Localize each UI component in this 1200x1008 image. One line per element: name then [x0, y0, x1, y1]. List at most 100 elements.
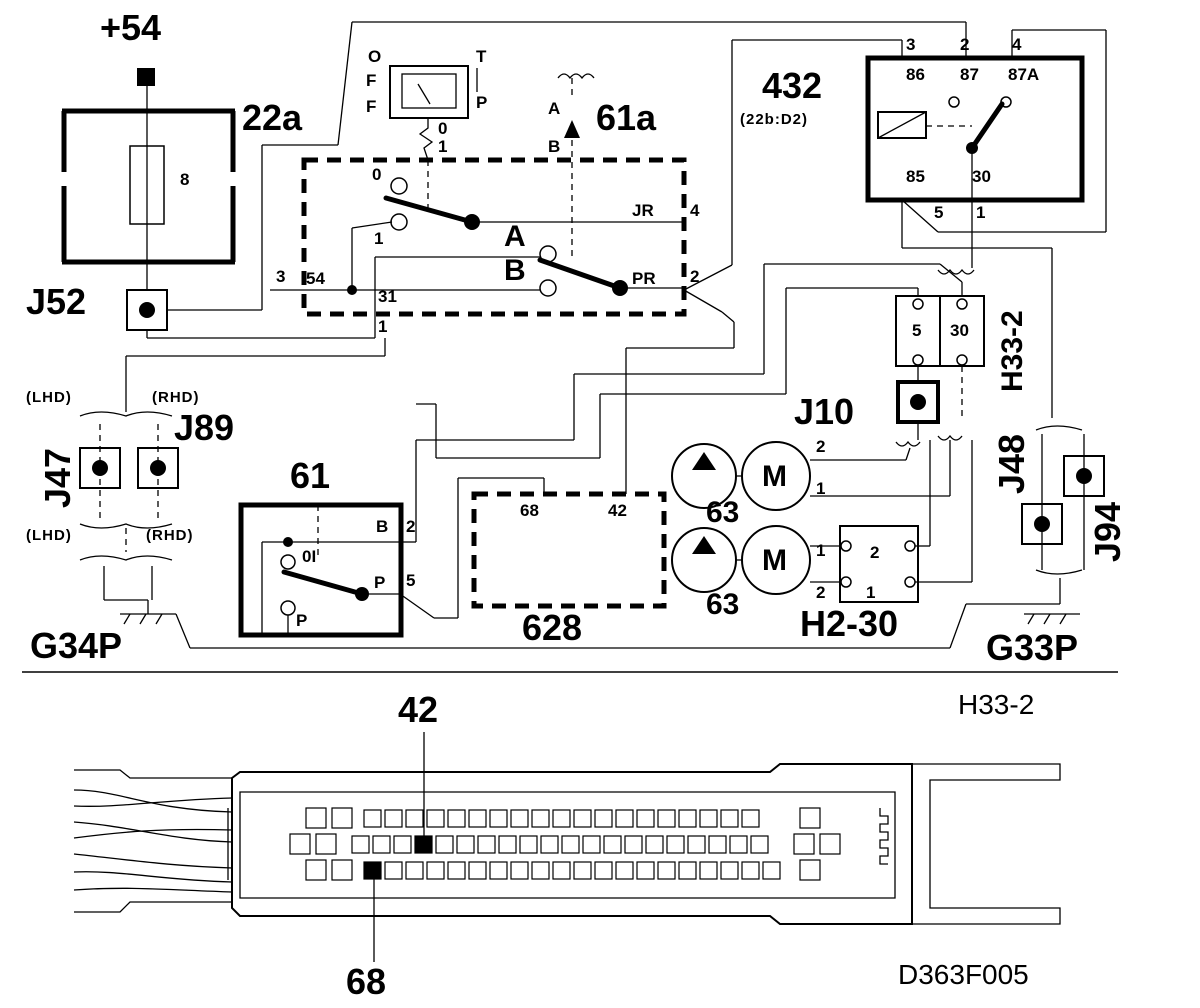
connector-pin: [552, 809, 571, 828]
connector-pin: [531, 861, 550, 880]
connector-pin: [699, 861, 718, 880]
svg-text:4: 4: [1012, 35, 1022, 54]
connector-pin: [645, 835, 664, 854]
svg-text:3: 3: [906, 35, 915, 54]
connector-pin: [799, 859, 821, 881]
svg-text:P: P: [296, 611, 307, 630]
svg-text:P: P: [374, 573, 385, 592]
svg-text:0: 0: [372, 165, 381, 184]
connector-pin: [384, 809, 403, 828]
pump-63-label-lower: 63: [706, 588, 739, 621]
connector-pin: [468, 861, 487, 880]
svg-text:85: 85: [906, 167, 925, 186]
j94-label: J94: [1087, 502, 1128, 562]
connector-pin: [741, 861, 760, 880]
j52-label: J52: [26, 281, 86, 322]
svg-text:(LHD): (LHD): [26, 389, 72, 406]
connector-pin: [414, 835, 433, 854]
connector-view: 42 H33-2 68: [73, 689, 1061, 1002]
connector-pin: [289, 833, 311, 855]
connector-pin: [615, 861, 634, 880]
gauge-icon: [389, 65, 469, 119]
relay-label: 432: [762, 65, 822, 106]
svg-text:F: F: [366, 71, 376, 90]
svg-text:4: 4: [690, 201, 700, 220]
sensor-61a-arrow: A B 61a: [548, 73, 657, 260]
connector-pin: [510, 809, 529, 828]
ecu-628-label: 628: [522, 607, 582, 648]
connector-j10: J10: [794, 380, 963, 447]
svg-text:5: 5: [934, 203, 943, 222]
supply-label: +54: [100, 7, 161, 48]
svg-text:(RHD): (RHD): [146, 527, 194, 544]
connector-pin: [666, 835, 685, 854]
connector-view-label: H33-2: [958, 689, 1034, 720]
connector-h33-2: 5 30 H33-2: [763, 263, 1029, 420]
pin-rows: [289, 807, 841, 881]
svg-text:B: B: [548, 137, 560, 156]
connector-pin: [552, 861, 571, 880]
connector-pin: [305, 807, 327, 829]
svg-text:54: 54: [306, 269, 325, 288]
connector-j47-j89: (LHD) (RHD) J89 J47 (LHD) (RHD): [26, 338, 386, 601]
connector-pin: [447, 809, 466, 828]
pump-63-upper: M 63 2 1: [671, 437, 951, 529]
connector-pin: [699, 809, 718, 828]
supply-54: +54: [100, 7, 161, 86]
svg-text:B: B: [504, 254, 526, 287]
connector-pin: [477, 835, 496, 854]
connector-pin: [519, 835, 538, 854]
figure-code: D363F005: [898, 959, 1029, 990]
svg-text:2: 2: [816, 583, 825, 602]
connector-pin: [393, 835, 412, 854]
connector-pin: [720, 861, 739, 880]
svg-text:A: A: [504, 220, 526, 253]
switch-61a: O F F T P 0 1 0 1 A B JR 4 PR 2 54 3 31 …: [147, 21, 967, 339]
relay-ref: (22b:D2): [740, 111, 808, 128]
switch-61a-label: 61a: [596, 97, 657, 138]
svg-text:0: 0: [438, 119, 447, 138]
connector-pin: [615, 809, 634, 828]
j10-label: J10: [794, 391, 854, 432]
svg-text:3: 3: [276, 267, 285, 286]
connector-pin: [531, 809, 550, 828]
svg-text:1: 1: [976, 203, 985, 222]
h33-2-label: H33-2: [996, 310, 1029, 392]
connector-pin: [426, 809, 445, 828]
connector-pin: [657, 809, 676, 828]
connector-pin: [435, 835, 454, 854]
connector-pin: [741, 809, 760, 828]
connector-pin: [603, 835, 622, 854]
connector-j52: J52: [26, 281, 168, 331]
svg-text:A: A: [548, 99, 560, 118]
svg-text:42: 42: [608, 501, 627, 520]
connector-pin: [447, 861, 466, 880]
j47-label: J47: [37, 448, 78, 508]
connector-j48-j94: J48 J94: [991, 425, 1128, 604]
connector-pin: [636, 809, 655, 828]
svg-text:87: 87: [960, 65, 979, 84]
connector-pin: [363, 809, 382, 828]
svg-text:P: P: [476, 93, 487, 112]
connector-pin: [750, 835, 769, 854]
connector-pin: [573, 861, 592, 880]
svg-text:30: 30: [950, 321, 969, 340]
svg-text:F: F: [366, 97, 376, 116]
connector-pin: [708, 835, 727, 854]
connector-pin: [573, 809, 592, 828]
connector-pin: [315, 833, 337, 855]
svg-text:PR: PR: [632, 269, 656, 288]
connector-pin: [468, 809, 487, 828]
connector-pin: [624, 835, 643, 854]
ground-g33p: G33P: [175, 603, 1080, 668]
svg-text:86: 86: [906, 65, 925, 84]
connector-pin: [678, 861, 697, 880]
connector-pin: [594, 809, 613, 828]
svg-text:2: 2: [690, 267, 699, 286]
connector-pin: [510, 861, 529, 880]
pin-label-68: 68: [346, 961, 386, 1002]
switch-61-label: 61: [290, 455, 330, 496]
switch-61: 61 B 2 0I P 5 P: [238, 373, 786, 638]
connector-pin: [331, 859, 353, 881]
